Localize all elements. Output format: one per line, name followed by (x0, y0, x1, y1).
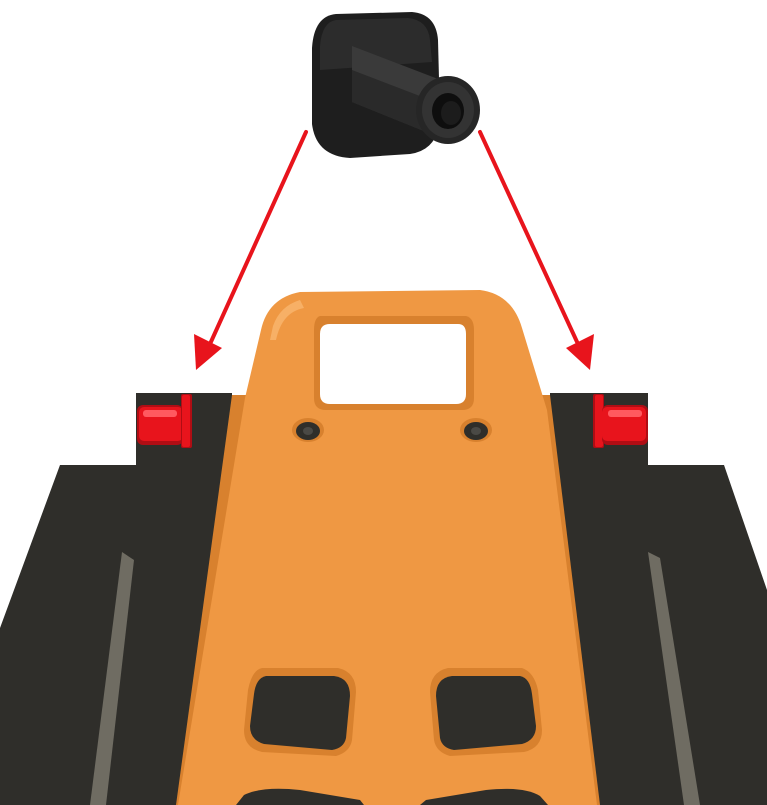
left-side-frame (0, 393, 232, 805)
screw-hole-right (460, 418, 492, 442)
cutout-right (430, 668, 542, 756)
arrowhead-right (566, 334, 594, 370)
cutout-bottom (236, 788, 548, 805)
right-side-frame (550, 393, 767, 805)
flanged-bushing-part (312, 12, 480, 158)
cutout-left (244, 668, 356, 756)
arrow-left (194, 130, 308, 370)
installed-bushing-left (137, 394, 192, 448)
arrow-right (478, 130, 594, 370)
plate-window (314, 316, 474, 410)
arrowhead-left (194, 334, 222, 370)
installed-bushing-right (593, 394, 648, 448)
screw-hole-left (292, 418, 324, 442)
orange-base-plate (176, 290, 600, 805)
